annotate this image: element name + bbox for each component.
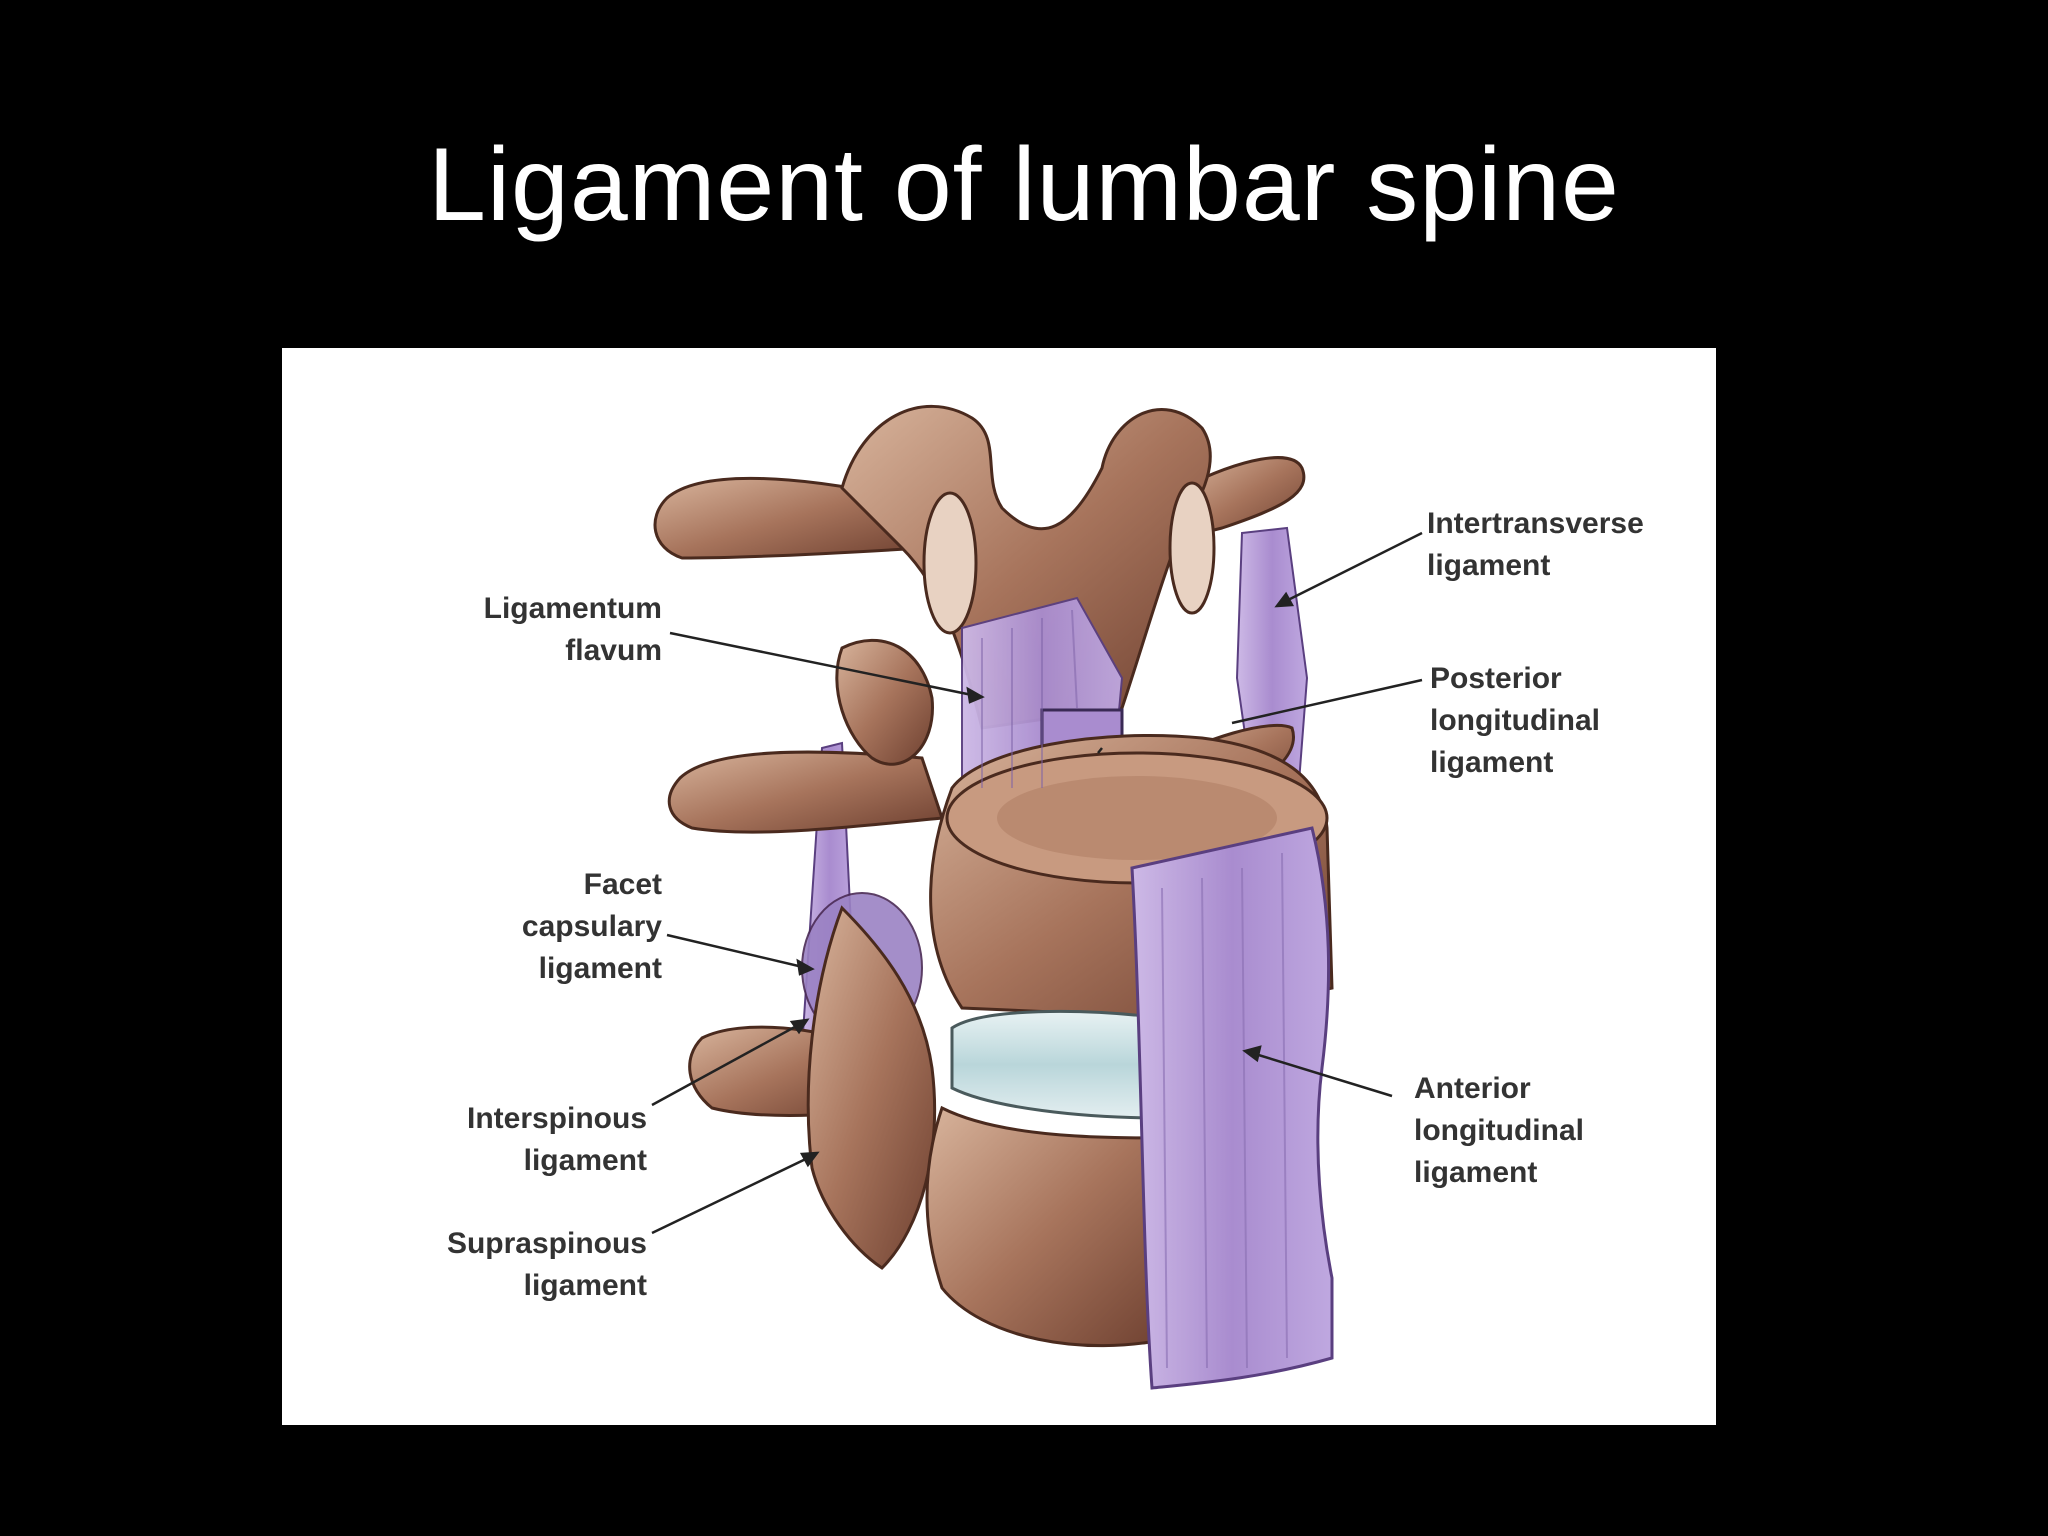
middle-articular-process [835,638,934,766]
label-anterior-longitudinal-ligament: Anterior longitudinal ligament [1414,1072,1584,1189]
label-posterior-longitudinal-ligament: Posterior longitudinal ligament [1430,662,1600,779]
lumbar-spine-illustration [651,404,1423,1390]
facet-cut-left [922,491,978,635]
label-supraspinous-ligament: Supraspinous ligament [446,1227,647,1302]
label-ligamentum-flavum: Ligamentum flavum [483,592,662,667]
anterior-longitudinal-ligament [1130,826,1334,1390]
leader-lines [651,531,1423,1235]
label-interspinous-ligament: Interspinous ligament [466,1102,647,1177]
label-intertransverse-ligament: Intertransverse ligament [1427,507,1644,582]
label-facet-capsulary-ligament: Facet capsulary ligament [521,868,662,985]
lower-lamina [806,905,936,1270]
lower-vertebral-body [925,1105,1174,1348]
slide-title: Ligament of lumbar spine [428,127,1620,243]
middle-transverse-process-left [667,750,945,834]
intervertebral-disc [950,1009,1164,1120]
anatomy-figure: Ligamentum flavum Facet capsulary ligame… [282,348,1716,1425]
facet-cut-right [1168,481,1216,615]
